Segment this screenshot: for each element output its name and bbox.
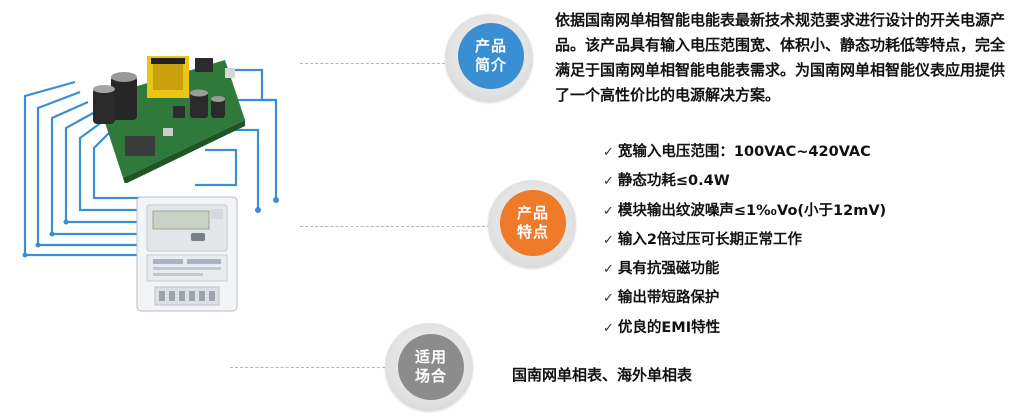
intro-badge-line2: 简介 — [474, 56, 507, 74]
feature-item: ✓模块输出纹波噪声≤1%₀Vo(小于12mV) — [603, 197, 886, 226]
feature-item: ✓静态功耗≤0.4W — [603, 167, 886, 196]
usage-connector — [230, 367, 385, 368]
features-connector — [300, 226, 495, 227]
feature-text: 模块输出纹波噪声≤1%₀Vo(小于12mV) — [617, 202, 887, 219]
intro-badge-line1: 产品 — [474, 37, 507, 55]
feature-item: ✓具有抗强磁功能 — [603, 255, 886, 284]
check-icon: ✓ — [603, 320, 614, 336]
features-badge-line1: 产品 — [516, 204, 549, 222]
usage-badge-line1: 适用 — [414, 348, 447, 366]
features-badge-line2: 特点 — [516, 223, 549, 241]
check-icon: ✓ — [603, 262, 614, 278]
feature-item: ✓优良的EMI特性 — [603, 314, 886, 343]
feature-item: ✓宽输入电压范围：100VAC~420VAC — [603, 138, 886, 167]
check-icon: ✓ — [603, 174, 614, 190]
intro-text: 依据国南网单相智能电能表最新技术规范要求进行设计的开关电源产品。该产品具有输入电… — [555, 11, 1006, 104]
feature-item: ✓输出带短路保护 — [603, 284, 886, 313]
smart-meter-image — [136, 196, 238, 312]
feature-item: ✓输入2倍过压可长期正常工作 — [603, 226, 886, 255]
usage-badge: 适用 场合 — [398, 334, 464, 400]
check-icon: ✓ — [603, 203, 614, 219]
usage-text: 国南网单相表、海外单相表 — [512, 366, 693, 384]
feature-text: 输入2倍过压可长期正常工作 — [617, 231, 802, 248]
circuit-lines — [22, 68, 279, 258]
intro-connector — [300, 63, 450, 64]
check-icon: ✓ — [603, 291, 614, 307]
feature-text: 优良的EMI特性 — [617, 319, 721, 336]
feature-text: 宽输入电压范围：100VAC~420VAC — [617, 144, 871, 160]
feature-text: 输出带短路保护 — [617, 290, 720, 307]
power-module-pcb-image — [93, 56, 245, 183]
intro-badge: 产品 简介 — [458, 23, 524, 89]
feature-text: 静态功耗≤0.4W — [617, 173, 730, 190]
check-icon: ✓ — [603, 145, 614, 160]
features-list: ✓宽输入电压范围：100VAC~420VAC ✓静态功耗≤0.4W ✓模块输出纹… — [603, 138, 886, 343]
feature-text: 具有抗强磁功能 — [617, 261, 720, 278]
usage-badge-line2: 场合 — [414, 367, 447, 385]
features-badge: 产品 特点 — [500, 190, 566, 256]
check-icon: ✓ — [603, 232, 614, 248]
